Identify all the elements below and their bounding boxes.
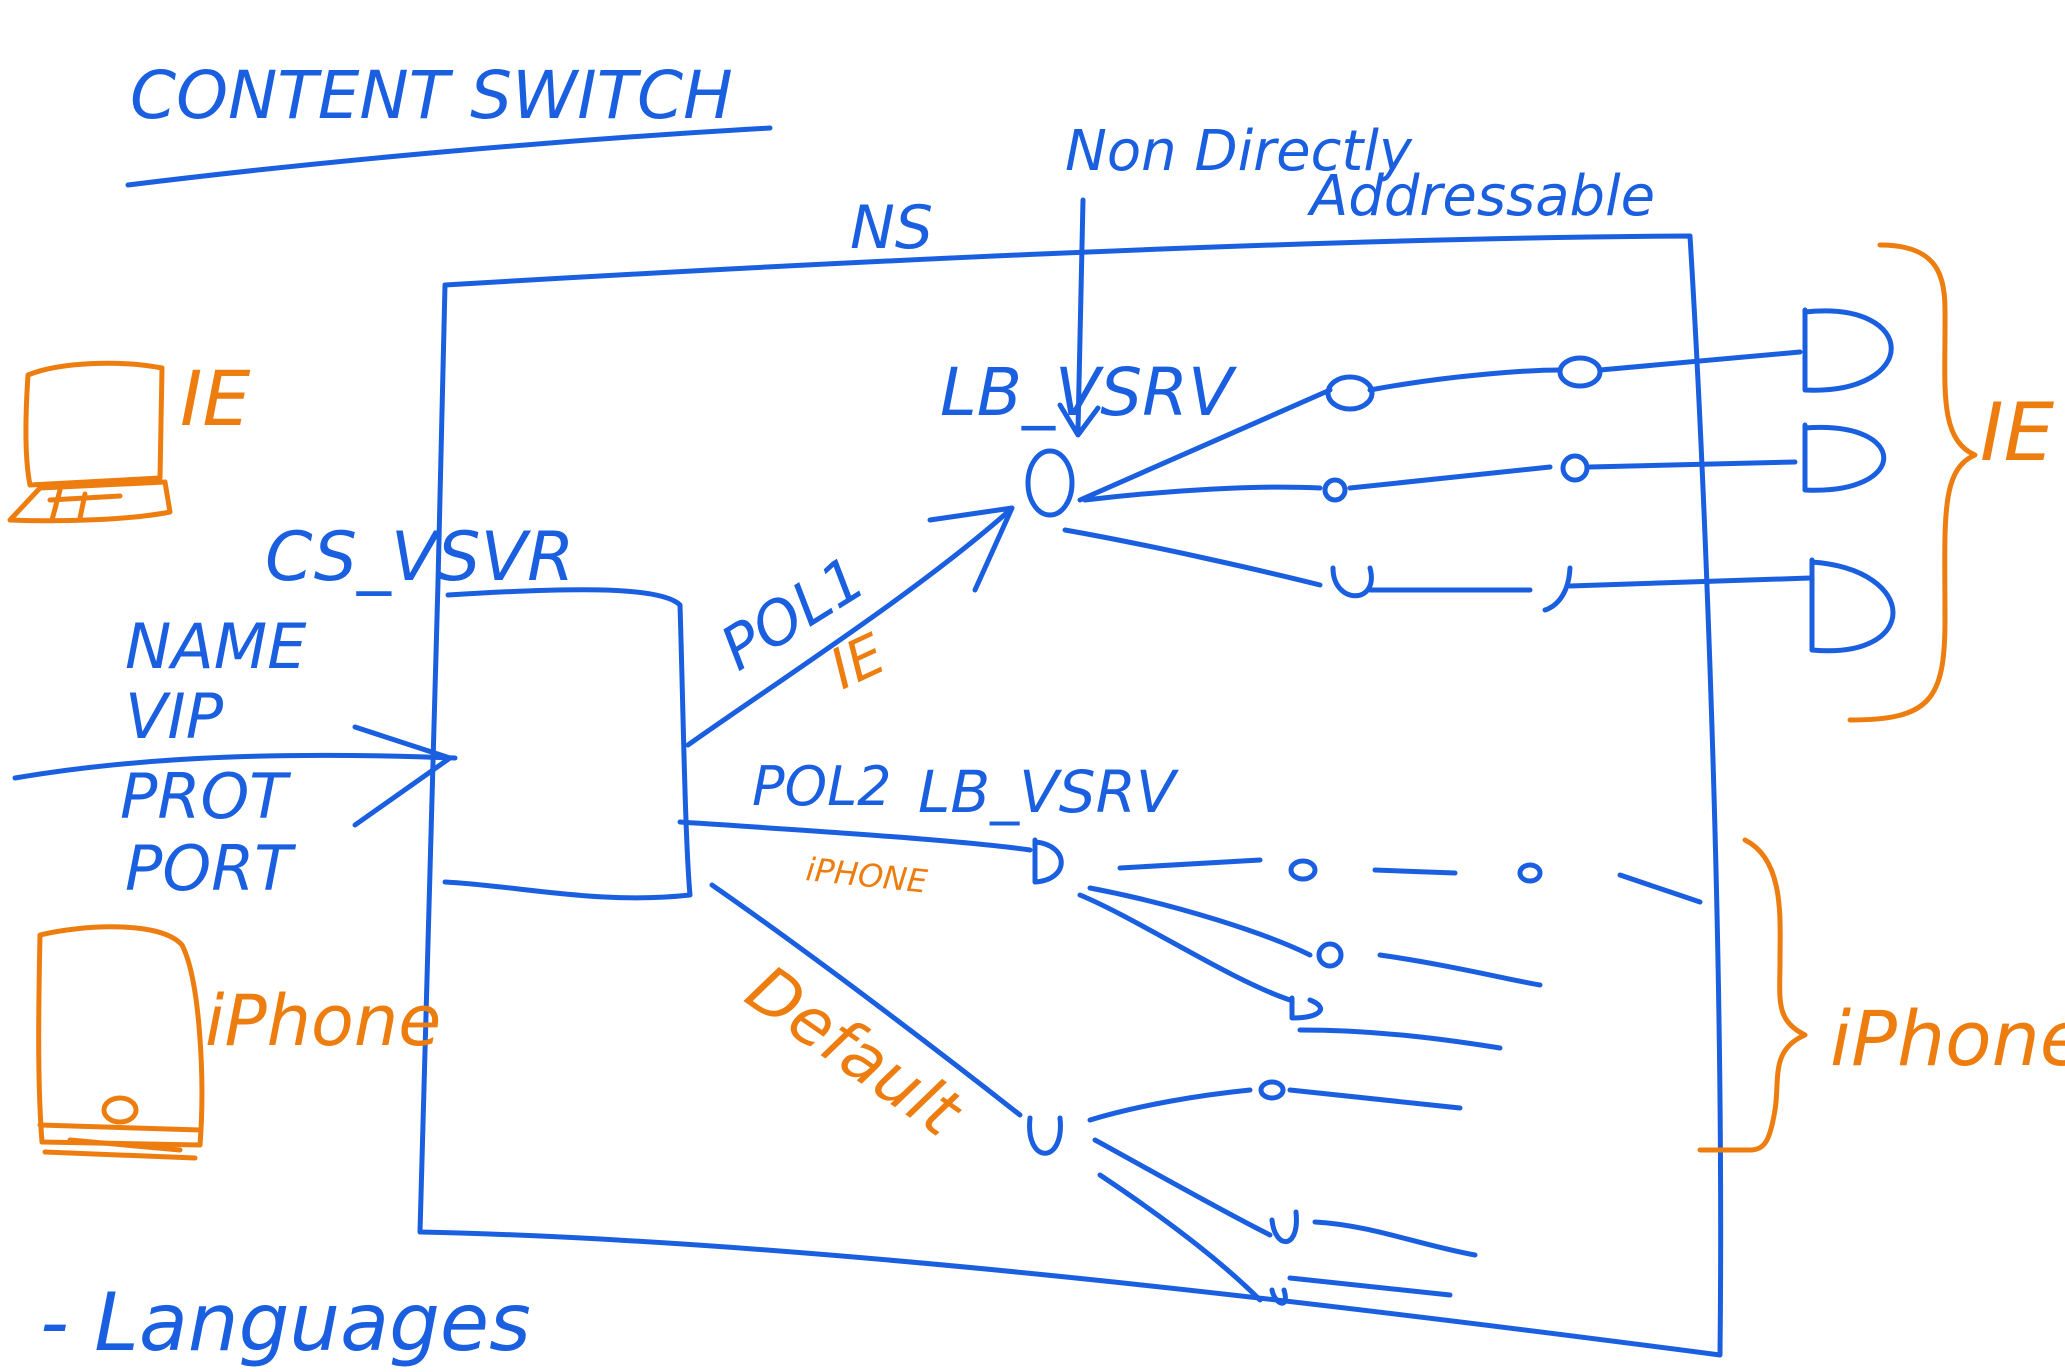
annotation-line1: Non Directly — [1065, 119, 1413, 184]
cs-param-port: PORT — [125, 832, 296, 905]
server-group-iphone-label: iPhone — [1830, 994, 2065, 1083]
laptop-icon — [7, 360, 173, 524]
footer-languages: - Languages — [40, 1276, 531, 1369]
default-line — [709, 882, 1023, 1118]
lb1-service-nodes — [1322, 355, 1603, 613]
input-arrow — [12, 724, 458, 828]
ie-server-group — [1802, 307, 1896, 654]
default-lb-node — [1027, 1115, 1063, 1156]
lb1-service-lines — [1062, 349, 1813, 593]
iphone-brace — [1697, 837, 1808, 1153]
ie-brace — [1847, 242, 1978, 723]
pol2-label: POL2 — [752, 755, 892, 818]
pol1-arrow — [685, 505, 1015, 748]
lb-vserver-2-node — [1032, 837, 1064, 885]
netscaler-box — [417, 233, 1724, 1358]
ns-label: NS — [850, 193, 933, 263]
server-group-ie-label: IE — [1980, 386, 2055, 479]
cs-param-name: NAME — [125, 610, 307, 683]
pol1-tag: IE — [820, 622, 895, 703]
cs-param-prot: PROT — [120, 760, 291, 833]
cs-param-vip: VIP — [125, 680, 224, 753]
phone-icon — [36, 924, 205, 1161]
lb2-service-lines — [1077, 857, 1703, 1051]
pol2-line — [677, 819, 1033, 853]
client-ie-label: IE — [180, 354, 250, 443]
lb-vserver-2-label: LB_VSRV — [918, 758, 1180, 826]
default-service-lines — [1087, 1087, 1478, 1303]
default-service-nodes — [1258, 1079, 1299, 1306]
title-underline — [125, 125, 773, 188]
lb-vserver-1-label: LB_VSRV — [940, 354, 1237, 431]
pol2-tag: iPHONE — [804, 850, 930, 901]
cs-vserver-block — [442, 587, 693, 901]
cs-vserver-label: CS_VSVR — [265, 518, 574, 597]
diagram-title: CONTENT SWITCH — [130, 57, 733, 134]
annotation-line2: Addressable — [1307, 164, 1655, 229]
annotation-arrow — [1057, 197, 1101, 438]
lb2-service-nodes — [1288, 858, 1543, 1021]
lb-vserver-1-node — [1025, 448, 1075, 518]
client-iphone-label: iPhone — [205, 980, 441, 1062]
